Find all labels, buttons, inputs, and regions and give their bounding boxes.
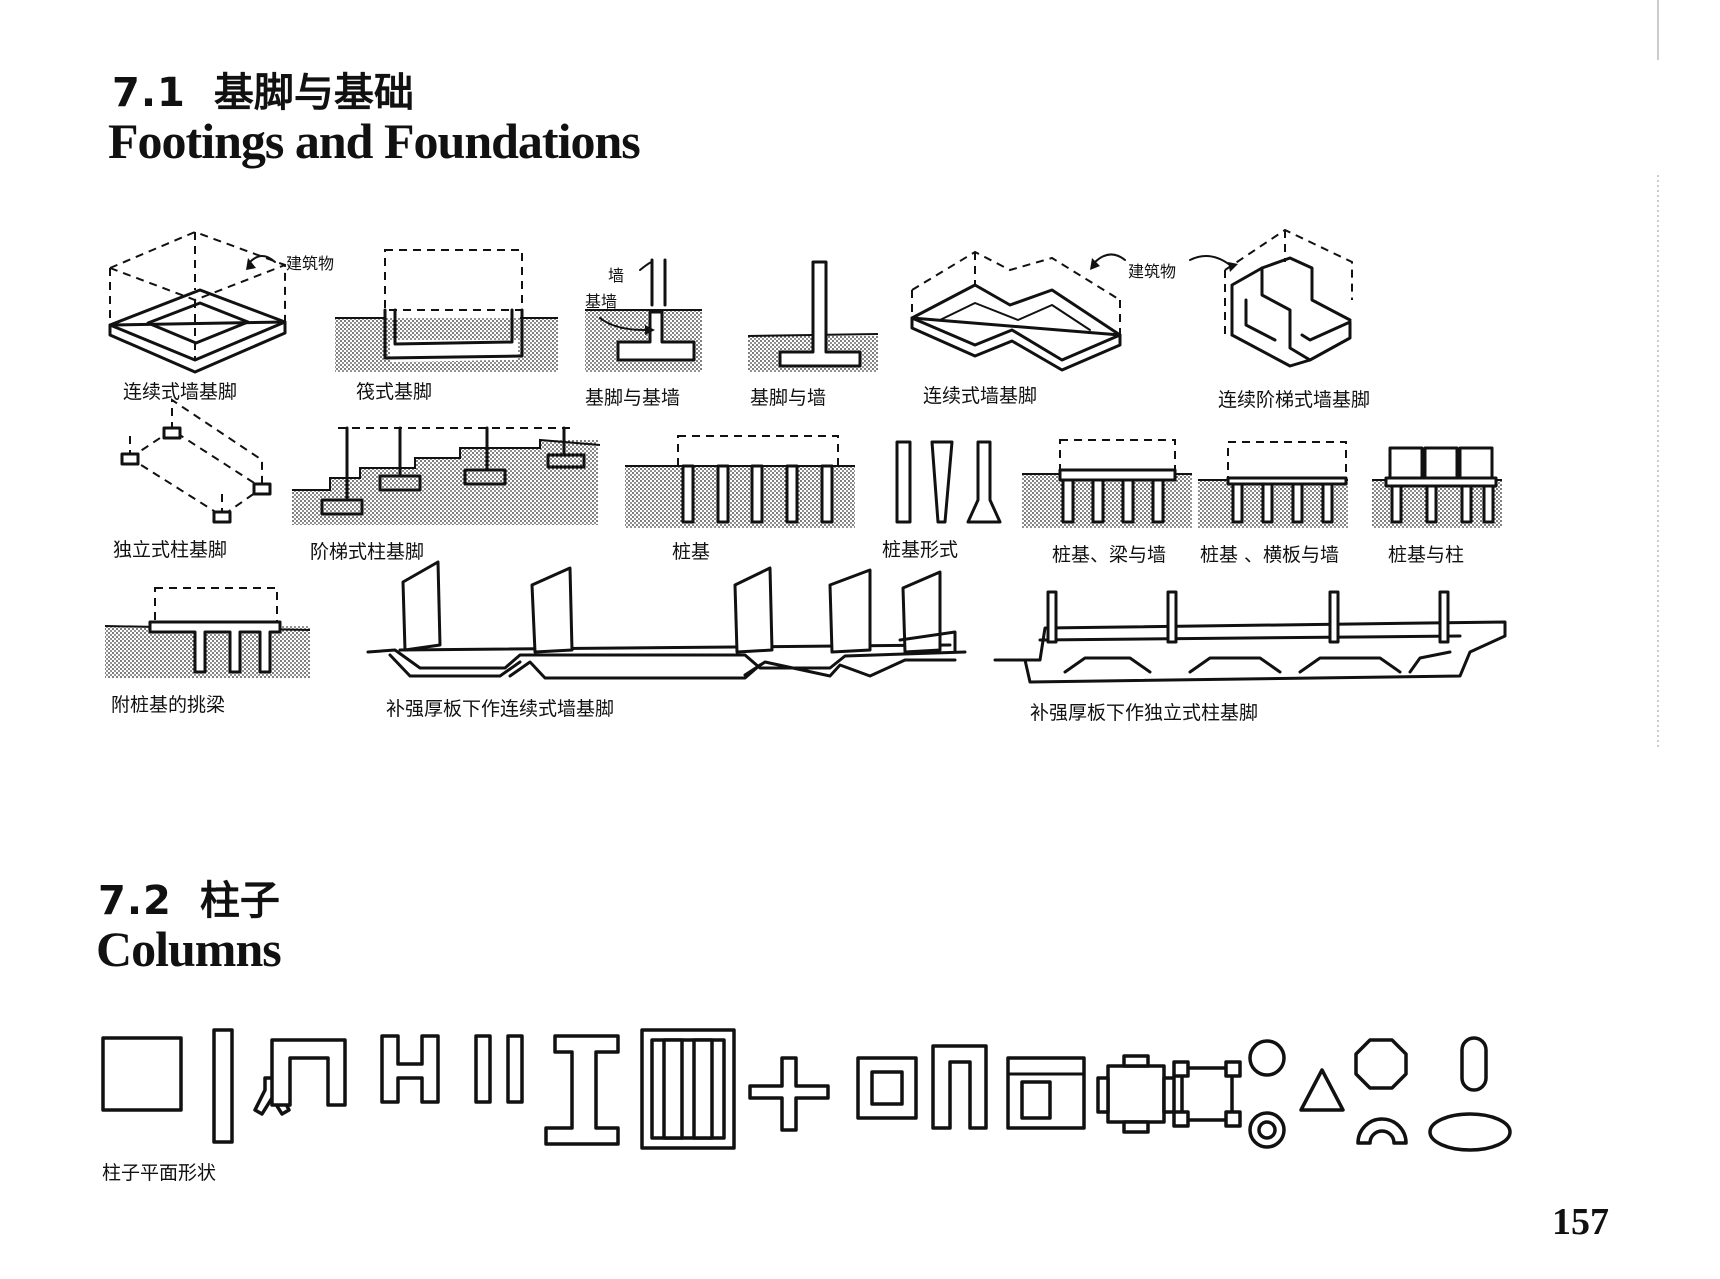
section-7-2-heading: 7.2 柱子 (98, 868, 280, 926)
page-number: 157 (1552, 1201, 1609, 1243)
wall-label: 墙 (608, 266, 625, 285)
cantilever-beam-drawing (104, 587, 311, 678)
caption: 补强厚板下作连续式墙基脚 (386, 698, 615, 720)
section-number: 7.2 (98, 878, 172, 924)
caption: 桩基 (672, 541, 711, 563)
section-title-cn: 基脚与基础 (213, 70, 414, 116)
caption: 阶梯式柱基脚 (310, 541, 425, 563)
slab-isolated-column-drawing (993, 590, 1507, 684)
caption: 连续式墙基脚 (923, 385, 1038, 407)
base-wall-label: 基墙 (585, 292, 618, 311)
caption: 筏式基脚 (356, 381, 433, 403)
stepped-column-footing-drawing (292, 426, 601, 525)
continuous-wall-footing-drawing (108, 230, 287, 374)
raft-footing-drawing (335, 249, 558, 372)
section-title-cn: 柱子 (199, 878, 280, 924)
caption: 基脚与基墙 (585, 387, 681, 409)
pile-forms-drawing (895, 440, 1002, 524)
section-7-1-heading: 7.1 基脚与基础 (112, 60, 414, 118)
stepped-wall-footing-drawing (1224, 228, 1353, 368)
caption: 桩基 、横板与墙 (1200, 544, 1340, 566)
isolated-column-footing-drawing (120, 398, 272, 524)
pile-and-column-drawing (1372, 446, 1502, 528)
caption: 独立式柱基脚 (113, 539, 228, 561)
caption: 桩基、梁与墙 (1052, 544, 1167, 566)
pile-slab-wall-drawing (1198, 441, 1348, 528)
caption: 补强厚板下作独立式柱基脚 (1030, 702, 1259, 724)
caption: 连续式墙基脚 (123, 381, 238, 403)
section-title-en: Footings and Foundations (108, 113, 641, 169)
slab-continuous-wall-drawing (366, 560, 967, 680)
caption: 基脚与墙 (750, 387, 827, 409)
section-number: 7.1 (112, 70, 186, 116)
caption: 柱子平面形状 (102, 1162, 217, 1184)
caption: 连续阶梯式墙基脚 (1218, 389, 1371, 411)
pile-foundation-drawing (625, 435, 855, 528)
building-label: 建筑物 (1128, 262, 1177, 281)
column-shapes-drawing (101, 1028, 1512, 1152)
pile-beam-wall-drawing (1022, 439, 1192, 528)
caption: 桩基形式 (882, 539, 959, 561)
footing-and-base-wall-drawing (585, 258, 702, 372)
caption: 附桩基的挑梁 (111, 694, 226, 716)
continuous-wall-footing-l-drawing (910, 250, 1122, 372)
section-title-en: Columns (96, 921, 282, 977)
building-label: 建筑物 (286, 254, 335, 273)
caption: 桩基与柱 (1388, 544, 1465, 566)
footing-and-wall-drawing (747, 260, 879, 372)
